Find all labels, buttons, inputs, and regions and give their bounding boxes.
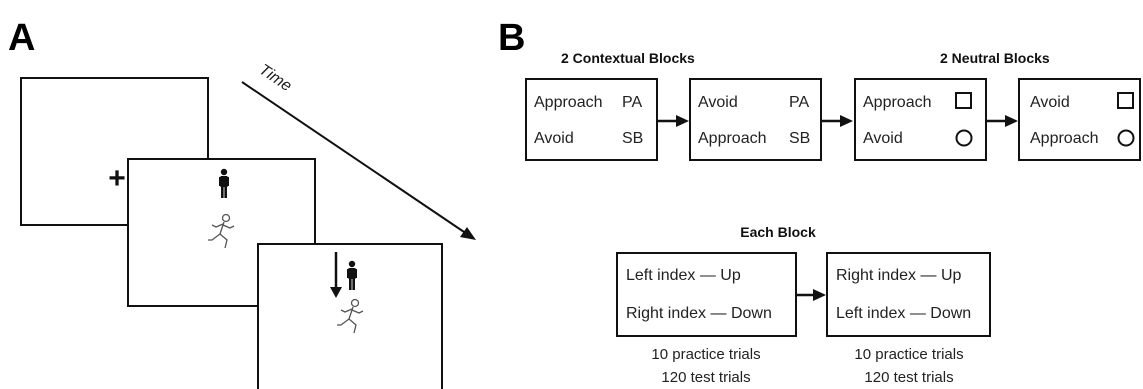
each-block-2-line2: Left index — Down: [836, 305, 971, 322]
block-2-row2-code: SB: [789, 130, 810, 147]
each-block-2-test: 120 test trials: [864, 369, 953, 386]
block-2-row2-label: Approach: [698, 130, 767, 147]
circle-icon: [1117, 129, 1135, 147]
block-1-row2-code: SB: [622, 130, 643, 147]
arrow-block-2-to-3: [822, 115, 853, 127]
time-label: Time: [256, 61, 295, 95]
each-block-2-line1: Right index — Up: [836, 267, 961, 284]
block-1-row2-label: Avoid: [534, 130, 574, 147]
square-icon: [1117, 92, 1134, 109]
fixation-cross: +: [108, 162, 126, 195]
circle-icon: [955, 129, 973, 147]
screen-response: [257, 243, 443, 389]
each-block-1-practice: 10 practice trials: [651, 346, 760, 363]
each-block-1-line1: Left index — Up: [626, 267, 741, 284]
arrow-each-block: [797, 289, 826, 301]
contextual-blocks-header: 2 Contextual Blocks: [561, 50, 695, 66]
block-2: Avoid PA Approach SB: [689, 78, 822, 161]
time-arrow: [241, 81, 476, 240]
square-icon: [955, 92, 972, 109]
block-1-row1-label: Approach: [534, 94, 603, 111]
each-block-2: Right index — Up Left index — Down: [826, 252, 991, 337]
down-arrow-icon: [330, 252, 342, 298]
each-block-1-line2: Right index — Down: [626, 305, 772, 322]
block-3: Approach Avoid: [854, 78, 987, 161]
block-4-row1-label: Avoid: [1030, 94, 1070, 111]
neutral-blocks-header: 2 Neutral Blocks: [940, 50, 1050, 66]
block-3-row2-label: Avoid: [863, 130, 903, 147]
arrow-block-1-to-2: [658, 115, 689, 127]
running-figure-icon: [337, 298, 364, 334]
block-3-row1-label: Approach: [863, 94, 932, 111]
standing-person-icon: [219, 168, 229, 198]
each-block-1: Left index — Up Right index — Down: [616, 252, 797, 337]
panel-b-label: B: [498, 17, 525, 59]
block-1: Approach PA Avoid SB: [525, 78, 658, 161]
block-4-row2-label: Approach: [1030, 130, 1099, 147]
each-block-header: Each Block: [740, 224, 816, 240]
running-figure-icon: [208, 213, 235, 249]
arrow-block-3-to-4: [987, 115, 1018, 127]
block-1-row1-code: PA: [622, 94, 642, 111]
each-block-2-practice: 10 practice trials: [854, 346, 963, 363]
block-2-row1-code: PA: [789, 94, 809, 111]
standing-person-icon: [347, 260, 357, 290]
panel-a-label: A: [8, 17, 35, 59]
block-2-row1-label: Avoid: [698, 94, 738, 111]
each-block-1-test: 120 test trials: [661, 369, 750, 386]
block-4: Avoid Approach: [1018, 78, 1141, 161]
